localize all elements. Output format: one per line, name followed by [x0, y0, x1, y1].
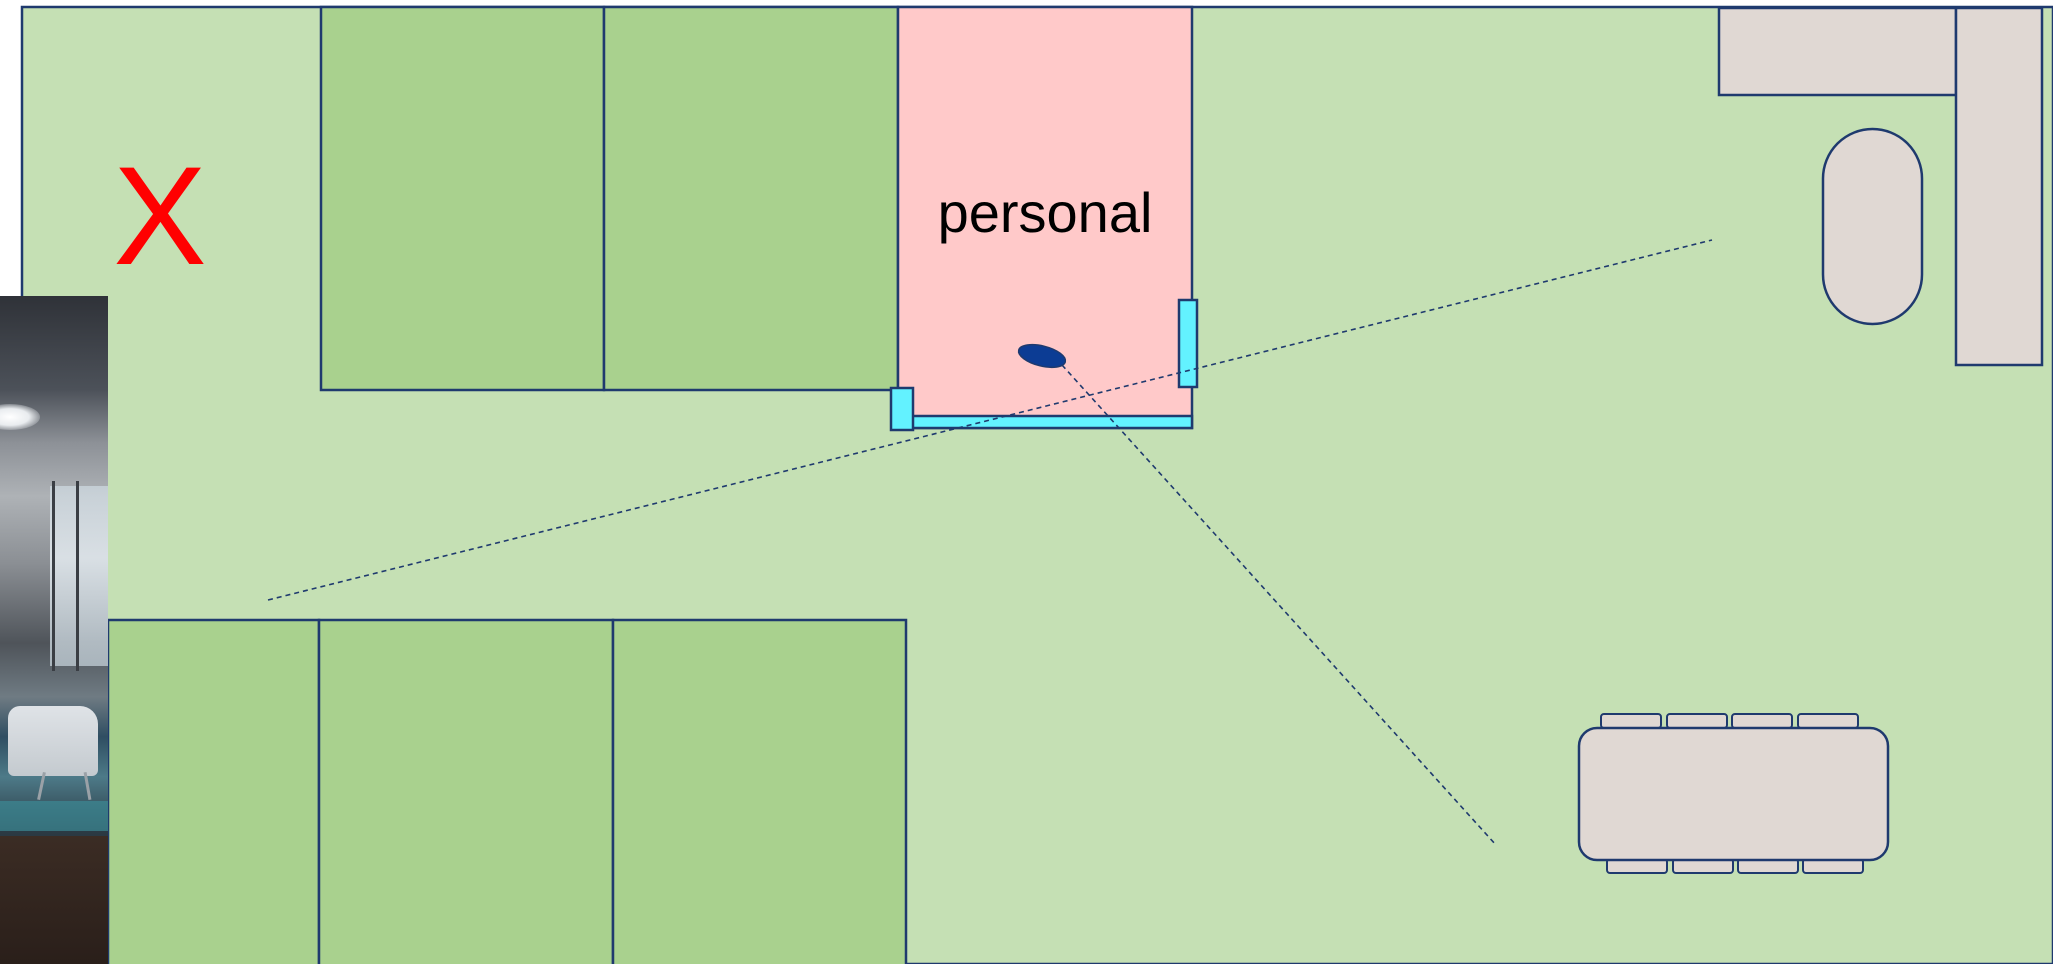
corner-counter-top — [1717, 6, 1958, 97]
window-frame — [52, 481, 55, 671]
carpet — [0, 801, 108, 831]
door-sill — [903, 414, 1194, 430]
meeting-chair-top-3 — [1731, 713, 1793, 729]
corner-counter-side — [1954, 6, 2044, 367]
desk-foreground — [0, 836, 108, 964]
desk-block-bottom-3 — [611, 618, 908, 969]
meeting-chair-top-4 — [1797, 713, 1859, 729]
marker-label: X — [113, 137, 206, 294]
lounge-chair — [8, 706, 98, 776]
camera — [1017, 343, 1067, 369]
room-label: personal — [938, 181, 1153, 244]
chair-leg — [83, 771, 92, 801]
desk-block-top-2 — [602, 5, 900, 392]
meeting-table — [1577, 726, 1890, 862]
desk-block-bottom-2 — [317, 618, 615, 969]
door-sensor — [1177, 298, 1199, 389]
round-table — [1821, 127, 1924, 326]
window-frame — [76, 481, 79, 671]
meeting-chair-top-1 — [1600, 713, 1662, 729]
desk-block-bottom-1 — [106, 618, 321, 969]
desk-block-top-1 — [319, 5, 606, 392]
ceiling-lamp — [0, 404, 40, 430]
chair-leg — [37, 771, 46, 801]
photo-inset — [0, 296, 108, 964]
meeting-chair-top-2 — [1666, 713, 1728, 729]
door-sensor-left — [889, 386, 915, 432]
window — [50, 486, 108, 666]
